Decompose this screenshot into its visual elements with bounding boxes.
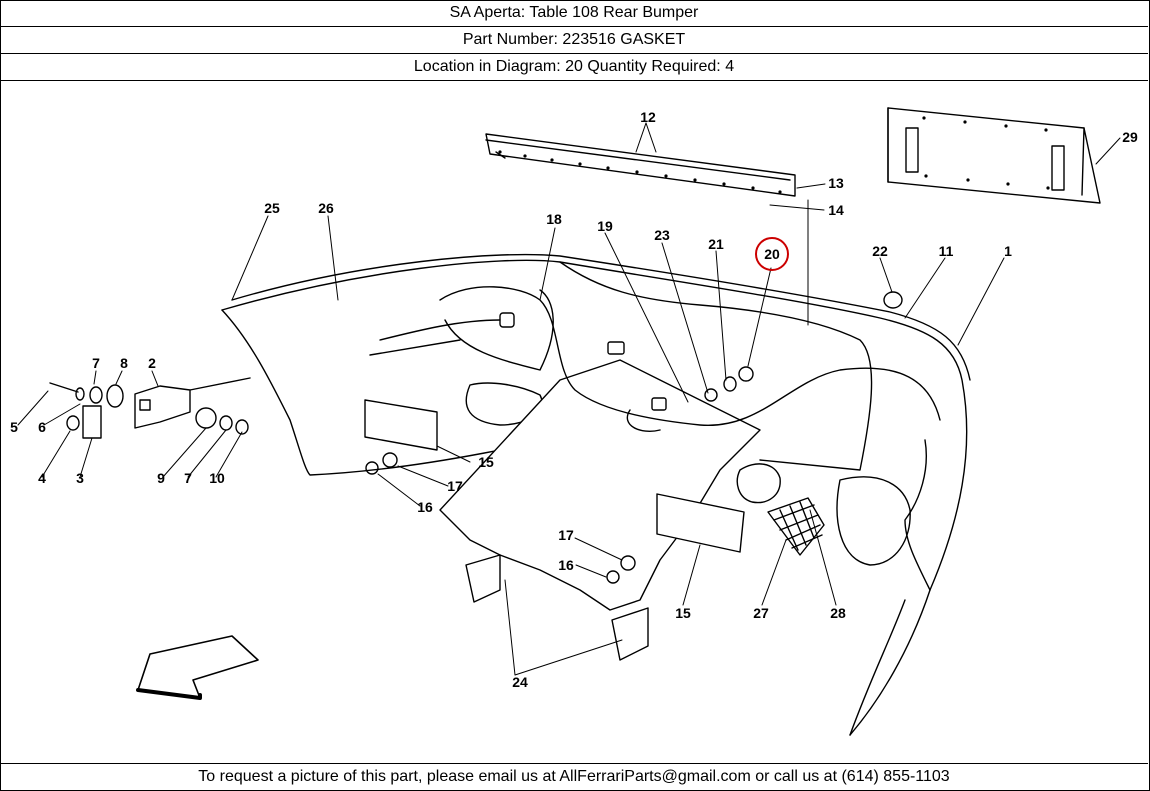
nut-16a (365, 461, 379, 475)
callout-27: 27 (753, 605, 769, 621)
parts-diagram: 1 2 3 4 5 6 7 7 8 9 10 11 12 13 14 15 15… (0, 82, 1148, 762)
callout-14: 14 (828, 202, 844, 218)
plate-right (656, 493, 745, 553)
leader-lines (17, 122, 1121, 676)
callout-18: 18 (546, 211, 562, 227)
callout-8: 8 (120, 355, 128, 371)
spring-21 (723, 376, 737, 392)
rail-strip (485, 133, 796, 197)
callout-26: 26 (318, 200, 334, 216)
header-title: SA Aperta: Table 108 Rear Bumper (0, 0, 1148, 27)
callout-7-bottom: 7 (184, 470, 192, 486)
plate-left (364, 399, 438, 451)
callout-15-left: 15 (478, 454, 494, 470)
callout-6: 6 (38, 419, 46, 435)
callout-20: 20 (764, 246, 780, 262)
callout-22: 22 (872, 243, 888, 259)
header-location: Location in Diagram: 20 Quantity Require… (0, 54, 1148, 81)
wiring-harness (369, 286, 941, 432)
callout-9: 9 (157, 470, 165, 486)
callout-10: 10 (209, 470, 225, 486)
clip-22 (883, 291, 903, 309)
highlight-ring (755, 237, 789, 271)
header-part-number: Part Number: 223516 GASKET (0, 27, 1148, 54)
callout-12: 12 (640, 109, 656, 125)
callout-5: 5 (10, 419, 18, 435)
callout-3: 3 (76, 470, 84, 486)
direction-arrow (137, 635, 259, 699)
callout-1: 1 (1004, 243, 1012, 259)
callout-17-left: 17 (447, 478, 463, 494)
callout-24: 24 (512, 674, 528, 690)
callout-21: 21 (708, 236, 724, 252)
callout-19: 19 (597, 218, 613, 234)
callout-13: 13 (828, 175, 844, 191)
callout-29: 29 (1122, 129, 1138, 145)
hinge-bracket-assembly (49, 377, 251, 439)
callout-7-top: 7 (92, 355, 100, 371)
request-footer: To request a picture of this part, pleas… (0, 763, 1148, 790)
callout-28: 28 (830, 605, 846, 621)
callout-23: 23 (654, 227, 670, 243)
nut-17b (620, 555, 636, 571)
license-bracket (887, 107, 1101, 204)
callout-11: 11 (939, 243, 954, 259)
bumper-shell (221, 253, 971, 736)
callout-4: 4 (38, 470, 46, 486)
washer-23 (704, 388, 718, 402)
callout-16-left: 16 (417, 499, 433, 515)
gasket-20 (738, 366, 754, 382)
callout-17-right: 17 (558, 527, 574, 543)
callout-2: 2 (148, 355, 156, 371)
nut-16b (606, 570, 620, 584)
mesh-insert (767, 497, 825, 556)
callout-15-right: 15 (675, 605, 691, 621)
callout-16-right: 16 (558, 557, 574, 573)
callout-25: 25 (264, 200, 280, 216)
nut-17a (382, 452, 398, 468)
